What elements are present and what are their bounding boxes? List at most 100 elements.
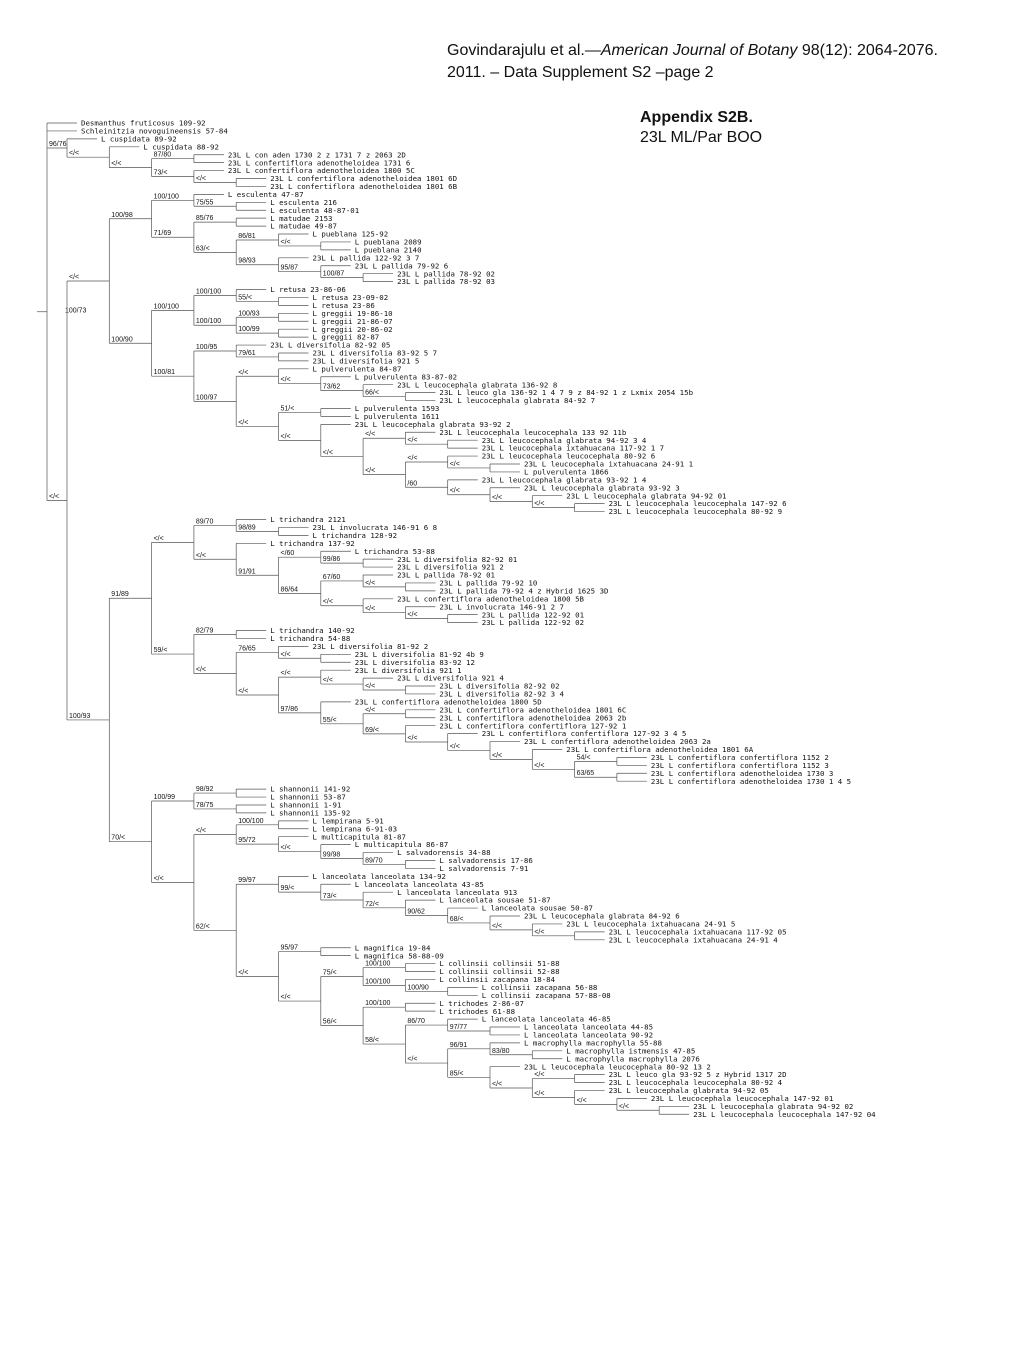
taxon-label: 23L L involucrata 146-91 2 7 [439,602,564,611]
taxon-label: L pueblana 2089 [355,238,422,247]
support-value: 100/90 [407,984,429,991]
taxon-label: L multicapitula 86-87 [355,840,448,849]
taxon-label: L shannonii 141-92 [270,785,350,794]
support-value: 99/86 [323,556,341,563]
taxon-label: 23L L con aden 1730 2 z 1731 7 z 2063 2D [228,150,406,159]
taxon-label: 23L L pallida 79-92 10 [439,579,537,588]
support-value: 96/91 [450,1042,468,1049]
support-value: 100/99 [154,794,176,801]
taxon-label: 23L L confertiflora adenotheloidea 1800 … [228,166,415,175]
citation-line-1: Govindarajulu et al.—American Journal of… [447,40,1007,62]
support-value: </< [492,1081,502,1088]
support-value: 73/62 [323,384,341,391]
support-value: 86/64 [281,586,299,593]
support-value: 98/93 [238,258,256,265]
taxon-label: L matudae 49-87 [270,222,337,231]
support-value: </< [492,495,502,502]
taxon-label: 23L L diversifolia 83-92 5 7 [313,349,438,358]
support-value: 89/70 [365,857,383,864]
support-value: 86/70 [407,1018,425,1025]
support-value: </< [450,488,460,495]
taxon-label: 23L L confertiflora adenotheloidea 1730 … [651,769,833,778]
taxon-label: L greggii 21-86-07 [313,317,393,326]
support-value: 99/< [281,885,295,892]
taxon-label: 23L L diversifolia 83-92 12 [355,658,475,667]
support-value: 71/69 [154,230,172,237]
support-value: </< [407,735,417,742]
support-value: 59/< [154,647,168,654]
support-value: 100/100 [196,318,221,325]
support-value: 69/< [365,727,379,734]
support-value: 73/< [154,170,168,177]
taxon-label: 23L L confertiflora confertiflora 127-92… [439,721,626,730]
support-value: 100/93 [238,310,260,317]
taxon-label: L trichandra 2121 [270,515,346,524]
taxon-label: 23L L leucocephala glabrata 93-92 1 4 [482,475,647,484]
taxon-label: L trichodes 61-88 [439,1007,515,1016]
taxon-label: L shannonii 1-91 [270,801,341,810]
taxon-label: 23L L leucocephala glabrata 136-92 8 [397,380,557,389]
support-value: 85/< [450,1070,464,1077]
support-value: </< [365,707,375,714]
support-value: </< [407,455,417,462]
taxon-label: 23L L involucrata 146-91 6 8 [313,523,438,532]
support-value: </< [281,377,291,384]
taxon-label: L trichandra 140-92 [270,626,355,635]
taxon-label: L collinsii zacapana 57-88-08 [482,991,611,1000]
support-value: 91/89 [111,591,129,598]
taxon-label: L greggii 82-87 [313,333,380,342]
taxon-label: 23L L diversifolia 82-92 3 4 [439,690,564,699]
support-value: 100/98 [111,212,133,219]
support-value: /60 [407,480,417,487]
support-value: 100/90 [111,336,133,343]
support-value: 85/76 [196,215,214,222]
taxon-label: 23L L leucocephala leucocephala 147-92 6 [609,499,787,508]
taxon-label: L pulverulenta 1611 [355,412,440,421]
taxon-label: L lanceolata sousae 50-87 [482,904,593,913]
support-value: 99/97 [238,877,256,884]
support-value: 68/< [450,916,464,923]
taxon-label: 23L L leuco gla 93-92 5 z Hybrid 1317 2D [609,1070,787,1079]
support-value: 89/70 [196,518,214,525]
taxon-label: L collinsii zacapana 56-88 [482,983,598,992]
taxon-label: 23L L diversifolia 921 1 [355,666,462,675]
taxon-label: L lanceolata lanceolata 43-85 [355,880,484,889]
taxon-label: 23L L leucocephala ixtahuacana 24-91 4 [609,935,779,944]
taxon-label: L lempirana 6-91-03 [313,824,398,833]
taxon-label: 23L L diversifolia 921 4 [397,674,504,683]
taxon-label: L macrophylla istmensis 47-85 [566,1046,695,1055]
taxon-label: L magnifica 58-88-09 [355,951,444,960]
taxon-label: L pulverulenta 84-87 [313,364,402,373]
support-value: </< [407,437,417,444]
support-value: 100/93 [69,713,91,720]
support-value: 100/95 [196,344,218,351]
taxon-label: 23L L diversifolia 81-92 4b 9 [355,650,484,659]
taxon-label: 23L L leucocephala glabrata 84-92 6 [524,912,680,921]
support-value: 86/81 [238,233,256,240]
taxon-label: 23L L diversifolia 82-92 01 [397,555,517,564]
support-value: 63/65 [577,770,595,777]
taxon-label: L pulverulenta 1866 [524,468,609,477]
taxon-label: L magnifica 19-84 [355,943,431,952]
support-value: </< [407,612,417,619]
support-value: 51/< [281,405,295,412]
support-value: </< [281,845,291,852]
taxon-label: L retusa 23-86-06 [270,285,346,294]
support-value: </< [619,1103,629,1110]
support-value: </< [365,580,375,587]
support-value: 63/< [196,245,210,252]
support-value: 54/< [577,754,591,761]
taxon-label: 23L L leucocephala ixtahuacana 117-92 05 [609,927,787,936]
support-value: 95/97 [281,945,299,952]
taxon-label: 23L L pallida 79-92 4 z Hybrid 1625 3D [439,586,608,595]
taxon-label: L trichandra 53-88 [355,547,435,556]
support-value: </< [323,677,333,684]
taxon-label: L shannonii 53-87 [270,793,346,802]
taxon-label: 23L L leucocephala leucocephala 147-92 0… [693,1110,876,1119]
header-citation: 98(12): 2064-2076. [797,42,938,59]
taxon-label: 23L L leucocephala glabrata 94-92 01 [566,491,726,500]
support-value: </< [196,552,206,559]
support-value: 100/100 [365,978,390,985]
support-value: 98/89 [238,524,256,531]
